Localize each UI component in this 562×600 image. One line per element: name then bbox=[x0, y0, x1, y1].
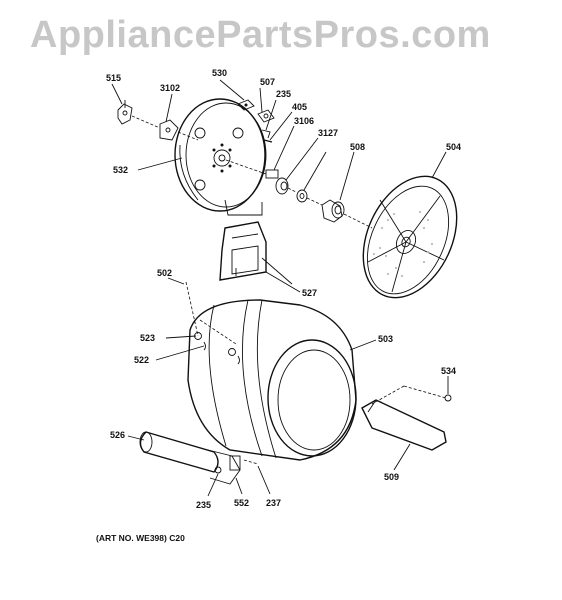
part-label-235-top: 235 bbox=[276, 89, 291, 99]
part-label-552: 552 bbox=[234, 498, 249, 508]
part-label-405: 405 bbox=[292, 102, 307, 112]
part-label-504: 504 bbox=[446, 142, 461, 152]
shaft-bearing-drawing bbox=[265, 169, 345, 223]
part-label-502: 502 bbox=[157, 268, 172, 278]
drum-rear-panel-drawing bbox=[362, 175, 458, 299]
watermark-logo: AppliancePartsPros.com bbox=[30, 14, 491, 56]
bracket-3102-drawing bbox=[159, 119, 179, 141]
part-label-527: 527 bbox=[302, 288, 317, 298]
part-label-3102: 3102 bbox=[160, 83, 180, 93]
part-label-515: 515 bbox=[106, 73, 121, 83]
dryer-drum-drawing bbox=[187, 299, 357, 461]
art-number-note: (ART NO. WE398) C20 bbox=[96, 533, 185, 543]
part-label-3106: 3106 bbox=[294, 116, 314, 126]
small-hardware-drawing bbox=[237, 99, 275, 143]
part-label-503: 503 bbox=[378, 334, 393, 344]
part-label-522: 522 bbox=[134, 355, 149, 365]
part-label-3127: 3127 bbox=[318, 128, 338, 138]
part-label-523: 523 bbox=[140, 333, 155, 343]
part-label-237: 237 bbox=[266, 498, 281, 508]
heater-housing-drawing bbox=[139, 431, 241, 485]
rear-bulkhead-drawing bbox=[174, 98, 267, 216]
part-label-530: 530 bbox=[212, 68, 227, 78]
part-label-526: 526 bbox=[110, 430, 125, 440]
part-label-534: 534 bbox=[441, 366, 456, 376]
drum-support-bracket-drawing bbox=[219, 221, 293, 285]
part-label-235-bottom: 235 bbox=[196, 500, 211, 510]
part-label-507: 507 bbox=[260, 77, 275, 87]
part-label-509: 509 bbox=[384, 472, 399, 482]
part-label-508: 508 bbox=[350, 142, 365, 152]
leader-lines bbox=[111, 79, 449, 497]
part-label-532: 532 bbox=[113, 165, 128, 175]
hinge-clip-drawing bbox=[117, 100, 133, 125]
drum-glide-drawing bbox=[361, 399, 447, 451]
